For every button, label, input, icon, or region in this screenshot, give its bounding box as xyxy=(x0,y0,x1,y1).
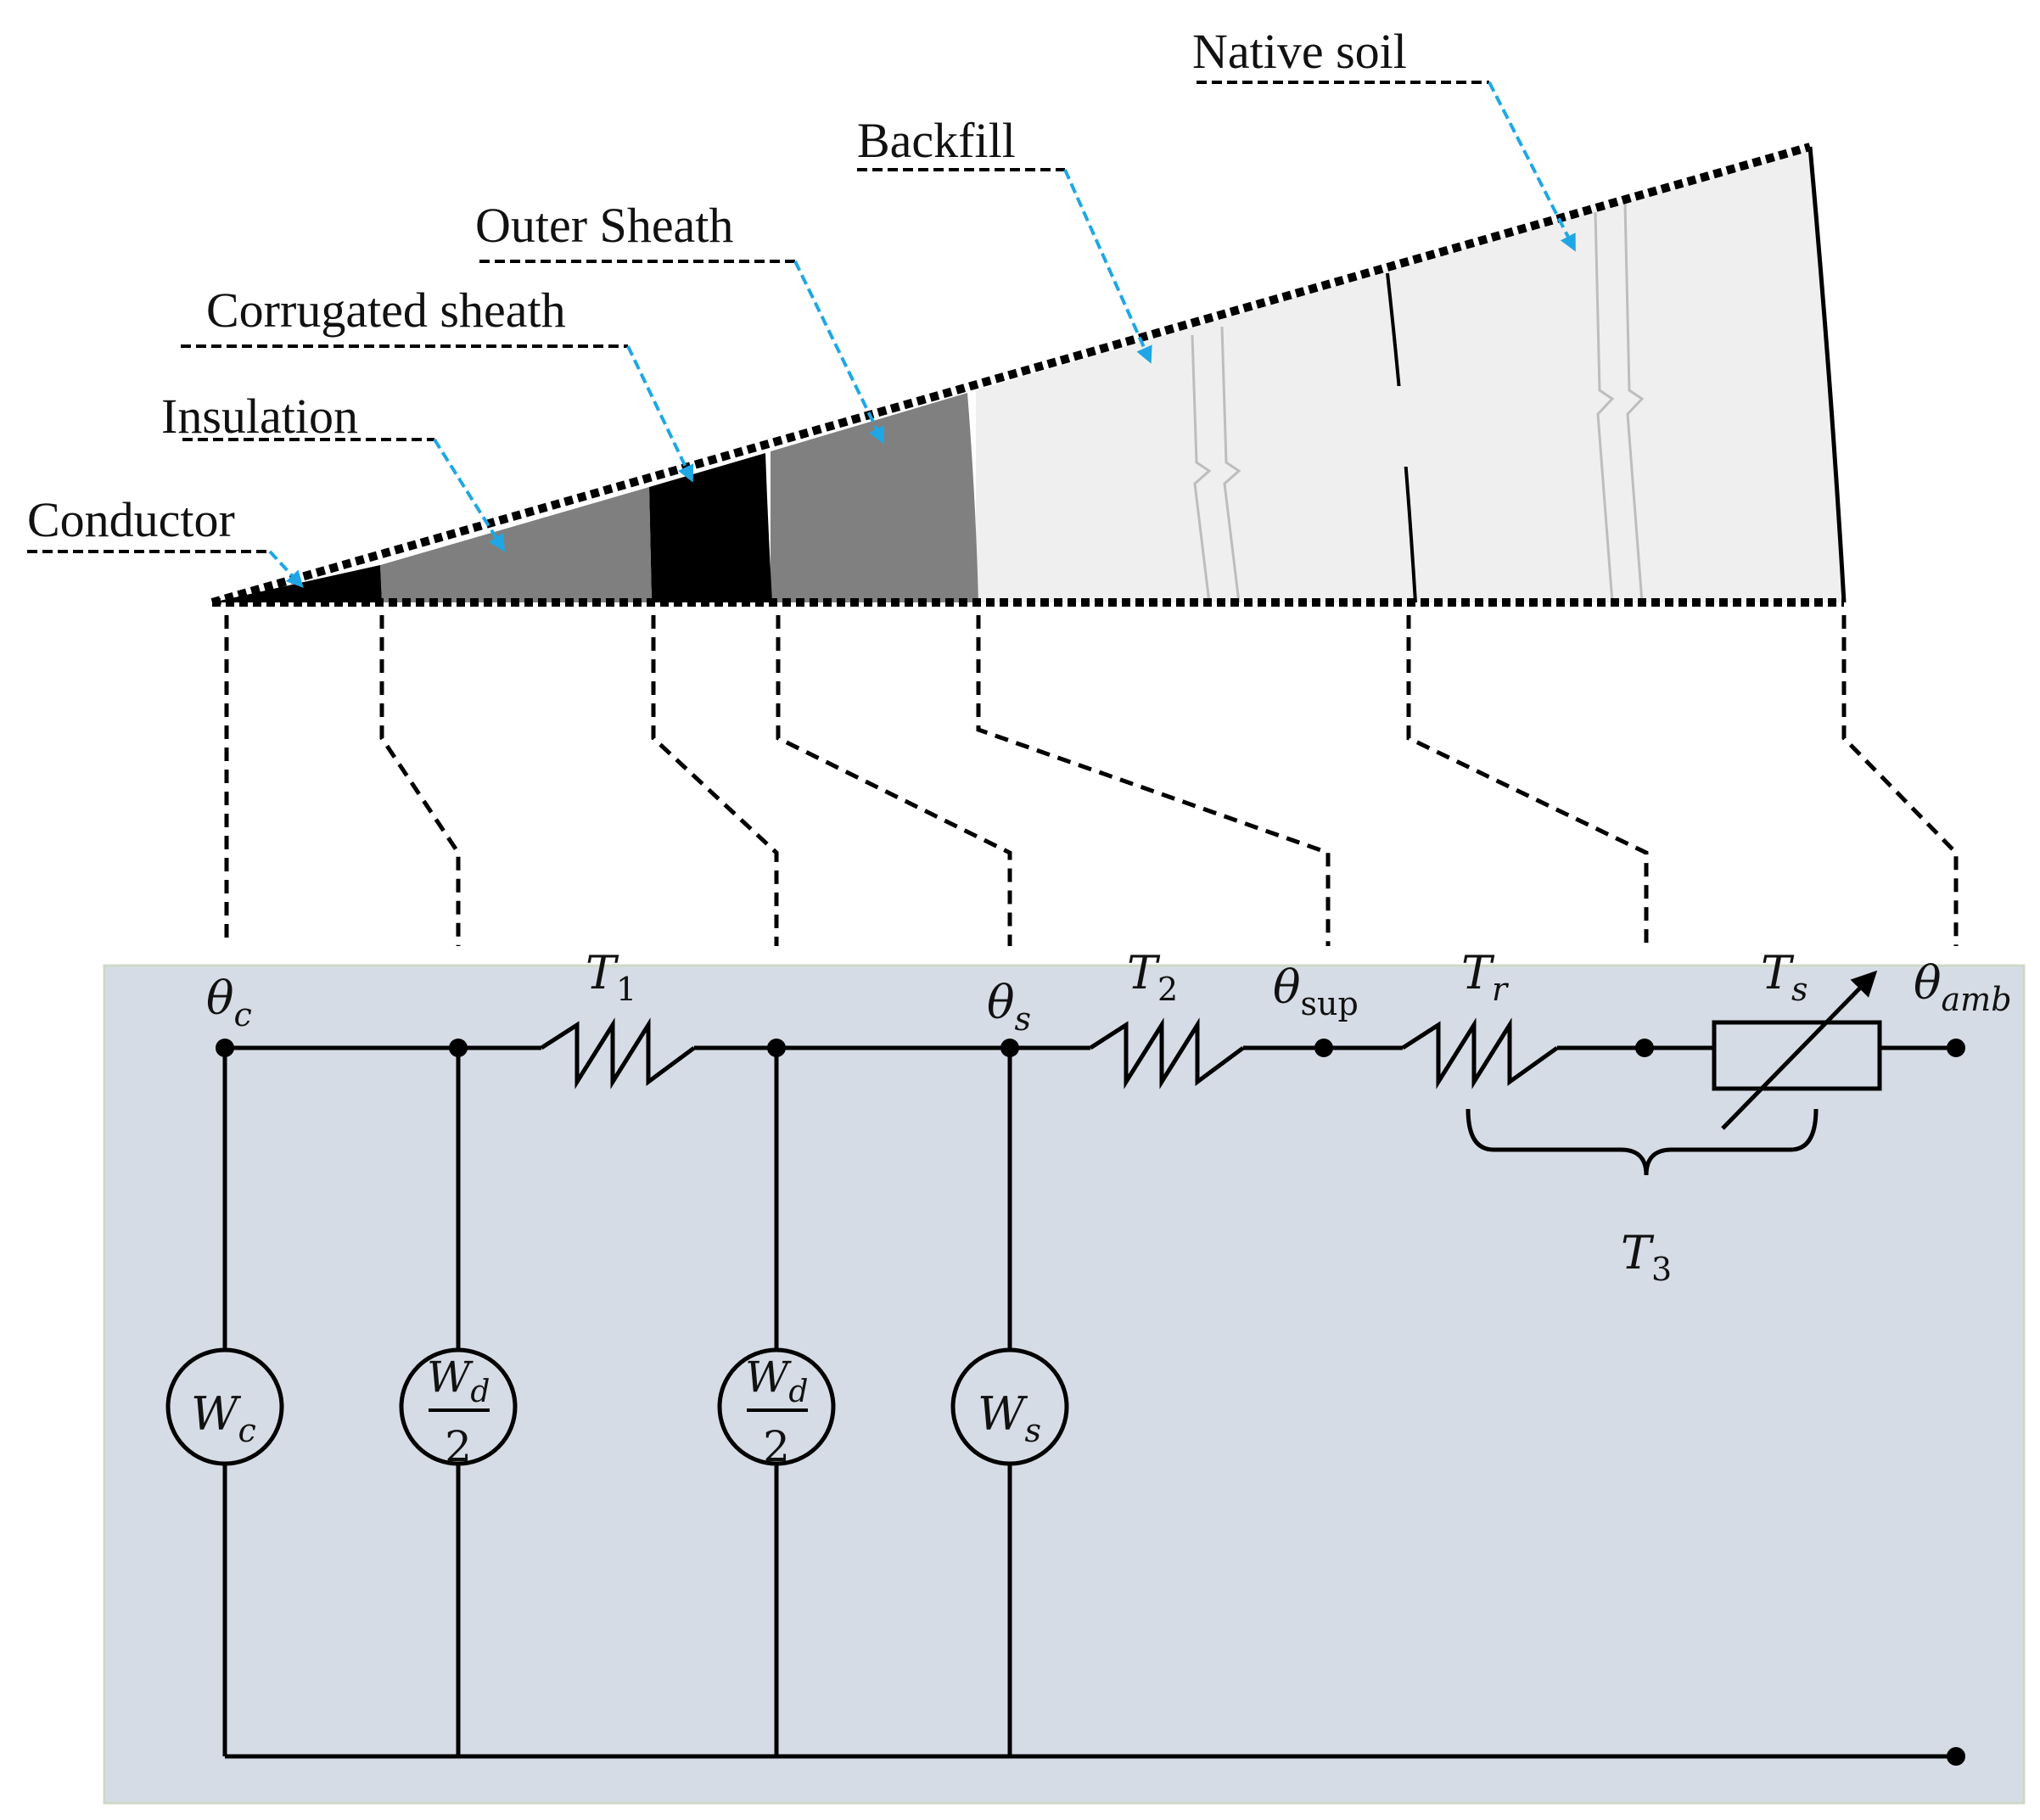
node-sheath xyxy=(767,1039,786,1057)
node-theta-amb xyxy=(1947,1039,1965,1057)
resistor-tr xyxy=(1401,1017,1559,1089)
label-outer-sheath: Outer Sheath xyxy=(475,198,733,253)
label-insulation: Insulation xyxy=(161,389,358,444)
label-wd-right-numerator: Wd xyxy=(745,1352,808,1409)
outer-boundary xyxy=(1807,146,1847,603)
label-ws: Ws xyxy=(978,1387,1041,1449)
label-backfill: Backfill xyxy=(857,113,1016,168)
variable-resistor-ts xyxy=(1712,1020,1882,1091)
conductor-layer xyxy=(212,565,382,602)
break-symbol-native-soil xyxy=(1594,203,1645,603)
node-native xyxy=(1635,1039,1654,1057)
arrow-conductor xyxy=(268,550,304,588)
arrow-outer-sheath xyxy=(793,260,885,445)
projection-backfill xyxy=(976,615,1331,946)
resistor-labels: T1 T2 Tr Ts T3 xyxy=(586,946,1808,1288)
label-wc: Wc xyxy=(191,1387,256,1449)
circuit-nodes xyxy=(216,1039,1965,1766)
label-theta-s: θs xyxy=(987,976,1031,1038)
insulation-layer xyxy=(380,487,652,602)
arrow-corrugated-sheath xyxy=(626,345,694,483)
label-theta-sup: θsup xyxy=(1273,960,1359,1022)
break-symbol-backfill xyxy=(1191,326,1241,603)
label-t2: T2 xyxy=(1127,946,1178,1008)
layer-labels: Conductor Insulation Corrugated sheath O… xyxy=(27,24,1576,588)
node-theta-s xyxy=(1000,1039,1019,1057)
resistor-t1 xyxy=(540,1017,696,1089)
label-t3: T3 xyxy=(1621,1226,1672,1288)
source-labels: Wc Wd 2 Wd 2 Ws xyxy=(191,1352,1041,1471)
source-wd-left xyxy=(399,1347,518,1466)
node-theta-c xyxy=(216,1039,234,1057)
projection-outer-sheath xyxy=(776,615,1012,946)
source-ws xyxy=(950,1347,1069,1466)
wedge-top-edge xyxy=(210,143,1812,607)
node-insulation-mid xyxy=(449,1039,468,1057)
label-conductor: Conductor xyxy=(27,492,235,547)
cable-wedge xyxy=(210,143,1847,607)
t3-brace xyxy=(1466,1108,1819,1176)
label-theta-amb: θamb xyxy=(1914,956,2012,1018)
thermal-circuit xyxy=(165,970,1956,1759)
label-t1: T1 xyxy=(586,946,636,1008)
label-native-soil: Native soil xyxy=(1192,24,1407,79)
label-corrugated-sheath: Corrugated sheath xyxy=(206,283,566,338)
label-wd-left-denominator: 2 xyxy=(445,1422,472,1471)
label-wd-right-denominator: 2 xyxy=(763,1422,790,1471)
node-labels: θc θs θsup θamb xyxy=(206,956,2012,1038)
node-theta-sup xyxy=(1314,1039,1333,1057)
arrow-native-soil xyxy=(1488,81,1576,252)
node-return xyxy=(1947,1747,1965,1766)
arrow-backfill xyxy=(1063,169,1152,364)
projection-lines xyxy=(224,615,1959,946)
resistor-t2 xyxy=(1089,1017,1245,1089)
arrow-insulation xyxy=(433,438,506,552)
projection-insulation xyxy=(379,615,461,946)
label-theta-c: θc xyxy=(206,972,252,1033)
variable-arrow xyxy=(1721,970,1878,1130)
label-tr: Tr xyxy=(1461,946,1510,1008)
label-wd-left-numerator: Wd xyxy=(427,1352,490,1409)
projection-native xyxy=(1406,615,1649,946)
projection-corrugated xyxy=(651,615,779,946)
source-wd-right xyxy=(717,1347,836,1466)
outer-sheath-layer xyxy=(771,393,978,602)
label-ts: Ts xyxy=(1761,946,1808,1008)
source-wc xyxy=(165,1347,284,1466)
projection-ambient xyxy=(1841,615,1959,946)
boundary-gap xyxy=(1392,386,1426,467)
corrugated-sheath-layer xyxy=(649,453,772,602)
